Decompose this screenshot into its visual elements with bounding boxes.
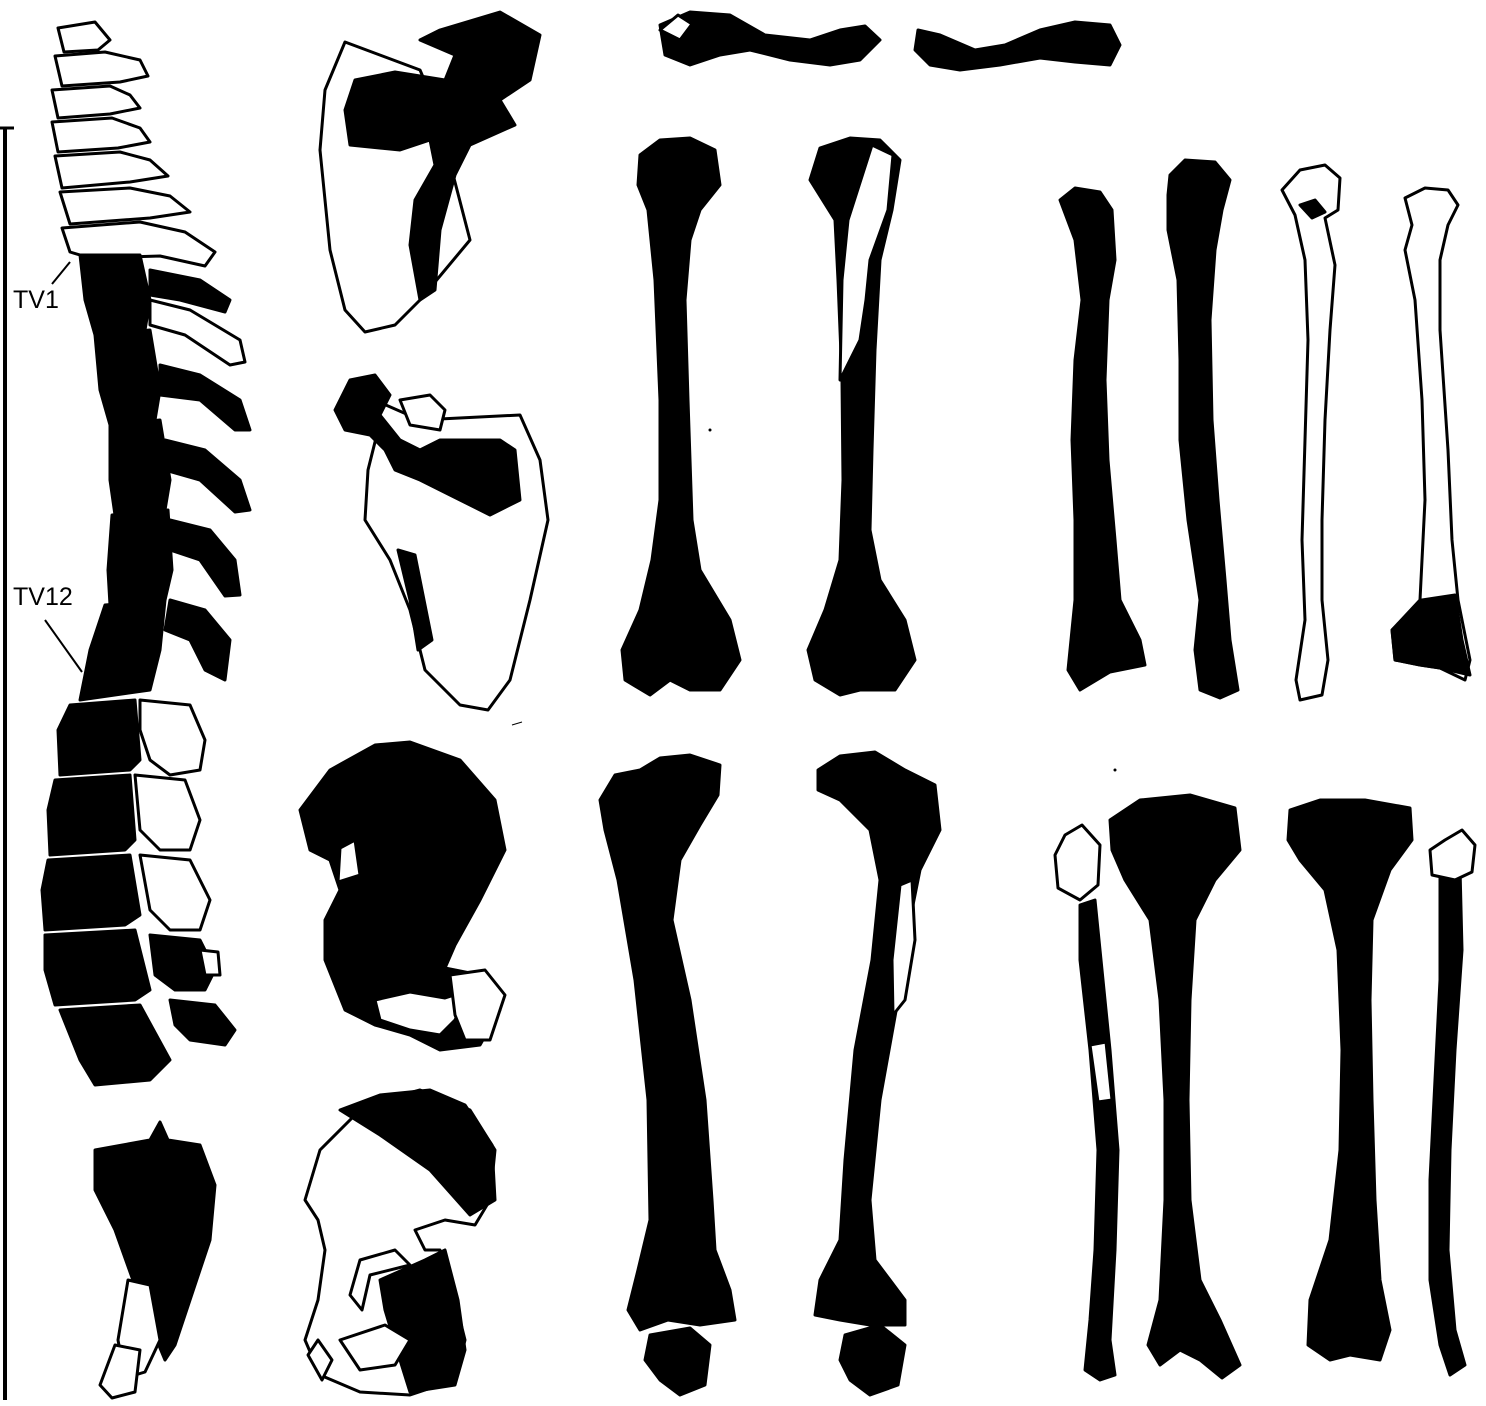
radius-left (1392, 188, 1470, 680)
ulna-right (1168, 160, 1238, 698)
tv1-leader-line (52, 262, 70, 284)
fibula-left (1430, 830, 1475, 1375)
femur-left (815, 752, 940, 1395)
tv12-label: TV12 (13, 583, 73, 611)
cervical-vertebrae-outline (52, 22, 215, 266)
scapula-right (320, 12, 540, 332)
tv1-label: TV1 (13, 286, 59, 314)
tibia-left (1288, 800, 1412, 1360)
lumbar-vertebrae (42, 700, 235, 1085)
radius-right (1060, 188, 1145, 690)
humerus-right (622, 138, 740, 695)
tv12-annotation: TV12 (13, 583, 82, 672)
stray-dot (709, 429, 712, 432)
tv12-leader-line (45, 620, 82, 672)
fibula-right (1055, 825, 1118, 1380)
scapula-left (335, 375, 548, 710)
stray-dot (1114, 769, 1117, 772)
clavicle-left (915, 22, 1120, 70)
vertebral-column: TV1 TV12 (13, 22, 250, 1398)
tibia-right (1110, 795, 1240, 1378)
os-coxae-right (300, 742, 505, 1050)
sacrum (95, 1122, 215, 1398)
stray-mark (512, 722, 522, 725)
clavicle-right (660, 12, 880, 65)
femur-right (600, 755, 735, 1395)
humerus-left (808, 138, 915, 695)
ulna-left (1282, 165, 1340, 700)
os-coxae-left (305, 1090, 495, 1395)
tv1-annotation: TV1 (13, 262, 70, 314)
